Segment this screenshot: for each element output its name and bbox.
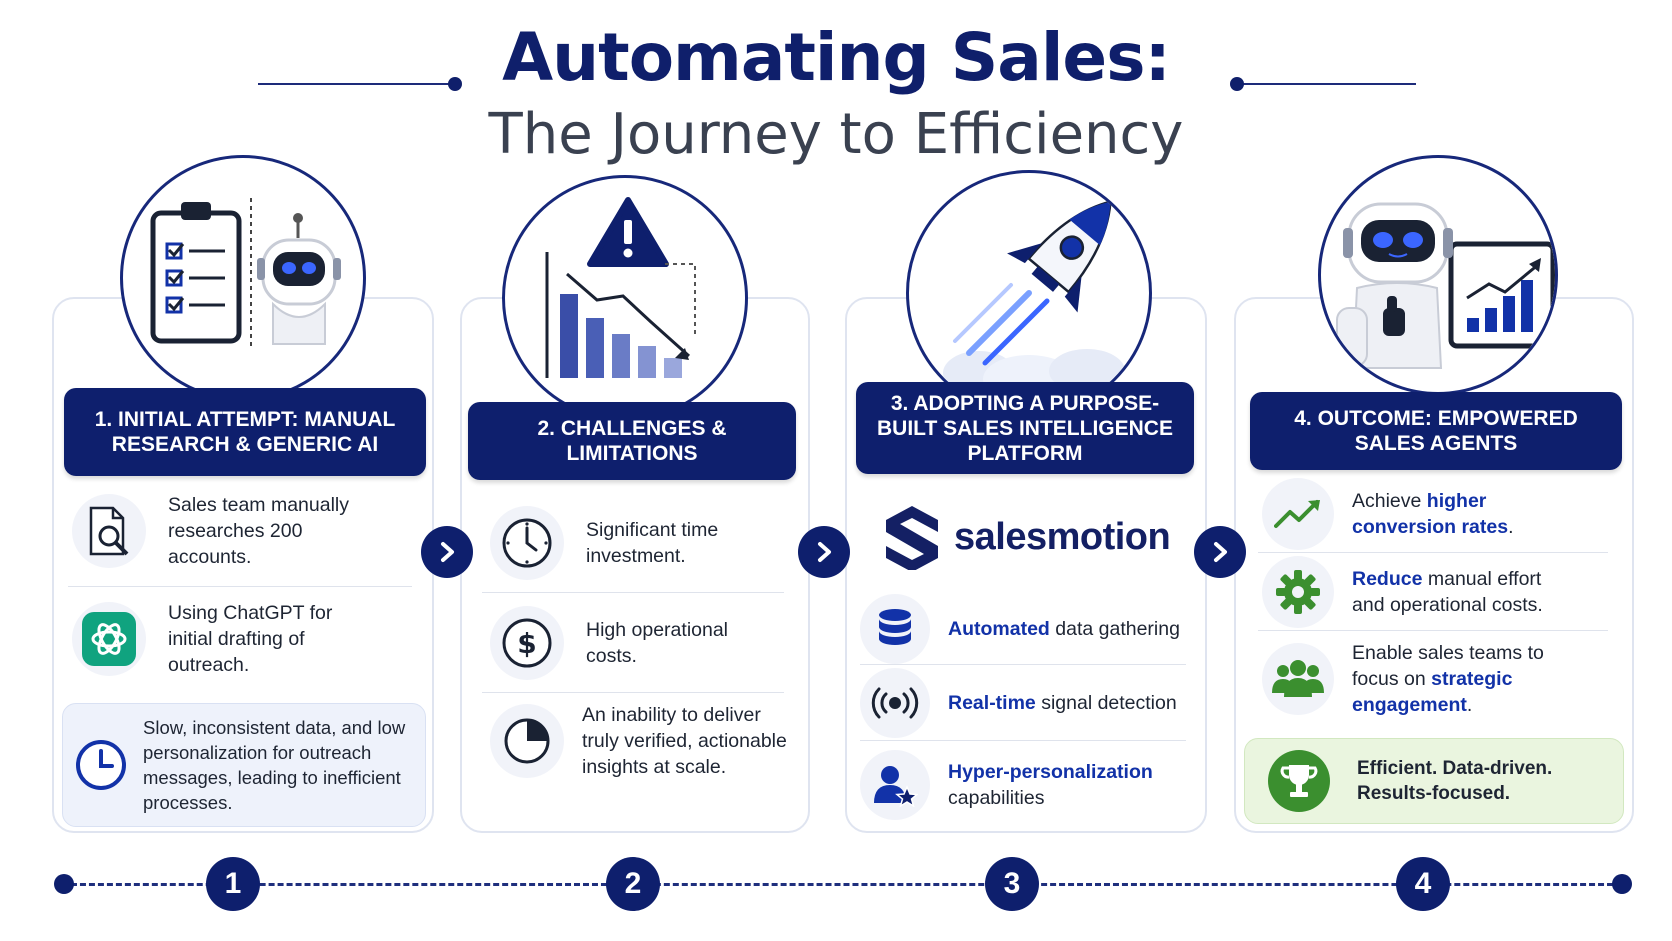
document-search-icon: [72, 494, 146, 568]
title-dot-left: [448, 77, 462, 91]
svg-text:$: $: [517, 627, 536, 660]
highlight: higher conversion rates: [1352, 490, 1509, 538]
chatgpt-logo-icon: [72, 602, 146, 676]
trophy-icon: [1267, 749, 1331, 813]
step-4-note: Efficient. Data-driven. Results-focused.: [1244, 738, 1624, 824]
item-rest: data gathering: [1049, 618, 1180, 640]
step-3-item-1: Automated data gathering: [860, 594, 1200, 664]
clock-icon: [490, 506, 564, 580]
step-3-item-2: Real-time signal detection: [860, 668, 1200, 738]
step-1-header: 1. INITIAL ATTEMPT: MANUAL RESEARCH & GE…: [64, 388, 426, 476]
rocket-icon: [906, 170, 1152, 416]
item-text: An inability to deliver truly verified, …: [582, 704, 787, 778]
step-4-header: 4. OUTCOME: EMPOWERED SALES AGENTS: [1250, 392, 1622, 470]
timeline-step-1: 1: [206, 857, 260, 911]
step-1-item-1: Sales team manually researches 200 accou…: [72, 492, 422, 570]
divider: [482, 692, 784, 693]
team-icon: [1262, 643, 1334, 715]
highlight: Real-time: [948, 692, 1036, 714]
clipboard-and-robot-icon: [120, 155, 366, 401]
step-4-item-2: Reduce manual effort and operational cos…: [1262, 556, 1622, 628]
item-text: Automated data gathering: [948, 616, 1180, 642]
page-subtitle: The Journey to Efficiency: [488, 102, 1184, 167]
trend-up-icon: [1262, 478, 1334, 550]
signal-icon: [860, 668, 930, 738]
item-text: Achieve higher conversion rates.: [1352, 488, 1552, 540]
salesmotion-logo: salesmotion: [884, 504, 1171, 570]
step-2-item-2: $ High operational costs.: [490, 606, 800, 680]
brand-name: salesmotion: [954, 515, 1171, 558]
chevron-right-icon: [441, 542, 454, 562]
divider: [860, 740, 1186, 741]
step-4-item-1: Achieve higher conversion rates.: [1262, 478, 1622, 550]
item-text: High operational costs.: [586, 619, 729, 667]
salesmotion-logo-icon: [886, 506, 938, 570]
item-text: Sales team manually researches 200 accou…: [168, 494, 350, 568]
step-2-item-1: Significant time investment.: [490, 506, 800, 580]
timeline-end-dot: [1612, 874, 1632, 894]
note-text: Efficient. Data-driven. Results-focused.: [1357, 758, 1553, 804]
highlight: Reduce: [1352, 568, 1423, 590]
timeline-step-4: 4: [1396, 857, 1450, 911]
item-rest: signal detection: [1035, 692, 1177, 714]
highlight: Automated: [948, 618, 1050, 640]
divider: [1258, 552, 1608, 553]
item-post: manual effort and operational costs.: [1352, 568, 1543, 616]
highlight: strategic engagement: [1352, 668, 1513, 716]
step-1-item-2: Using ChatGPT for initial drafting of ou…: [72, 600, 422, 678]
item-rest: capabilities: [948, 787, 1045, 809]
divider: [860, 664, 1186, 665]
divider: [1258, 630, 1608, 631]
note-text: Slow, inconsistent data, and low persona…: [143, 717, 406, 813]
chevron-right-icon: [818, 542, 831, 562]
gear-icon: [1262, 556, 1334, 628]
clock-icon: [73, 737, 129, 793]
step-2-item-3: An inability to deliver truly verified, …: [490, 702, 800, 780]
title-dot-right: [1230, 77, 1244, 91]
divider: [68, 586, 412, 587]
highlight: Hyper-personalization: [948, 761, 1153, 783]
chevron-right-icon: [1214, 542, 1227, 562]
dollar-icon: $: [490, 606, 564, 680]
warning-declining-chart-icon: [502, 175, 748, 421]
step-1-note: Slow, inconsistent data, and low persona…: [62, 703, 426, 827]
timeline-start-dot: [54, 874, 74, 894]
pie-icon: [490, 704, 564, 778]
item-post: .: [1508, 516, 1514, 538]
timeline-step-2: 2: [606, 857, 660, 911]
step-3-item-3: Hyper-personalization capabilities: [860, 750, 1200, 820]
title-block: Automating Sales: The Journey to Efficie…: [0, 18, 1672, 170]
database-icon: [860, 594, 930, 664]
title-line-right: [1240, 83, 1416, 85]
item-post: .: [1466, 694, 1473, 716]
item-text: Using ChatGPT for initial drafting of ou…: [168, 602, 333, 676]
step-2-header: 2. CHALLENGES & LIMITATIONS: [468, 402, 796, 480]
item-text: Enable sales teams to focus on strategic…: [1352, 640, 1592, 718]
item-pre: Achieve: [1352, 490, 1427, 512]
title-line-left: [258, 83, 454, 85]
item-text: Significant time investment.: [586, 519, 719, 567]
timeline-step-3: 3: [985, 857, 1039, 911]
divider: [482, 592, 784, 593]
page-title: Automating Sales:: [502, 19, 1171, 96]
next-arrow-3: [1194, 526, 1246, 578]
item-text: Real-time signal detection: [948, 690, 1177, 716]
next-arrow-2: [798, 526, 850, 578]
robot-with-chart-icon: [1318, 155, 1558, 395]
next-arrow-1: [421, 526, 473, 578]
item-text: Hyper-personalization capabilities: [948, 759, 1188, 811]
user-star-icon: [860, 750, 930, 820]
timeline-line: [62, 883, 1622, 886]
item-text: Reduce manual effort and operational cos…: [1352, 566, 1572, 618]
item-pre: Enable sales teams to focus on: [1352, 642, 1544, 690]
step-4-item-3: Enable sales teams to focus on strategic…: [1262, 640, 1622, 718]
step-3-header: 3. ADOPTING A PURPOSE-BUILT SALES INTELL…: [856, 382, 1194, 474]
